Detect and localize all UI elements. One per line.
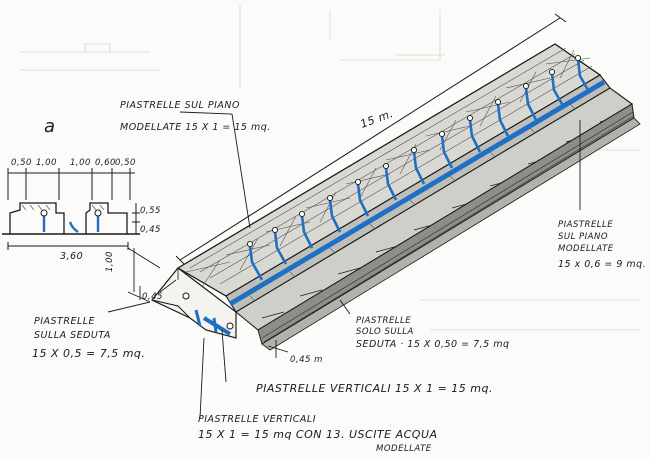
dim-width: 3,60 xyxy=(60,251,83,262)
background-traces xyxy=(20,5,640,331)
bench-end xyxy=(151,267,237,339)
label-seatonly-2: SOLO SULLA xyxy=(356,327,414,337)
label-vert2-3: MODELLATE xyxy=(376,444,432,454)
iso-height: 1,00 xyxy=(105,251,115,272)
sketch-mark: a xyxy=(44,116,56,137)
dim-top-3: 1,00 xyxy=(70,158,91,168)
length-label: 15 m. xyxy=(359,107,396,131)
label-seat-1: PIASTRELLE xyxy=(34,316,95,327)
iso-base: 0,45 m xyxy=(290,355,323,365)
label-right-2: SUL PIANO xyxy=(558,232,608,242)
dim-top-4: 0,60 xyxy=(95,158,116,168)
label-right-1: PIASTRELLE xyxy=(558,220,613,230)
front-bench xyxy=(235,87,641,351)
label-plan-tiles-1: PIASTRELLE SUL PIANO xyxy=(120,100,240,111)
label-seat-3: 15 X 0,5 = 7,5 mq. xyxy=(32,347,145,360)
label-right-3: MODELLATE xyxy=(558,244,614,254)
leader-lines xyxy=(107,111,581,419)
label-seat-2: SULLA SEDUTA xyxy=(34,330,111,341)
dim-top-2: 1,00 xyxy=(36,158,57,168)
label-seatonly-3: SEDUTA · 15 X 0,50 = 7,5 mq xyxy=(356,339,510,350)
label-vert-1: PIASTRELLE VERTICALI 15 X 1 = 15 mq. xyxy=(256,382,493,395)
label-vert2-2: 15 X 1 = 15 mq CON 13. USCITE ACQUA xyxy=(198,428,438,441)
section-water xyxy=(42,215,100,233)
dim-top-5: 0,50 xyxy=(115,158,136,168)
water-outlets xyxy=(246,54,590,281)
dim-h2: 0,45 xyxy=(140,225,161,235)
label-right-4: 15 x 0,6 = 9 mq. xyxy=(558,259,646,270)
iso-height-dim xyxy=(127,247,289,358)
dim-top-1: 0,50 xyxy=(11,158,32,168)
label-seatonly-1: PIASTRELLE xyxy=(356,316,411,326)
cross-section xyxy=(2,168,140,250)
label-plan-tiles-2: MODELLATE 15 X 1 = 15 mq. xyxy=(120,122,271,133)
section-outlets xyxy=(40,209,102,217)
label-vert2-1: PIASTRELLE VERTICALI xyxy=(198,414,316,425)
dim-h1: 0,55 xyxy=(140,206,161,216)
iso-seat: 0,45 xyxy=(142,292,163,302)
